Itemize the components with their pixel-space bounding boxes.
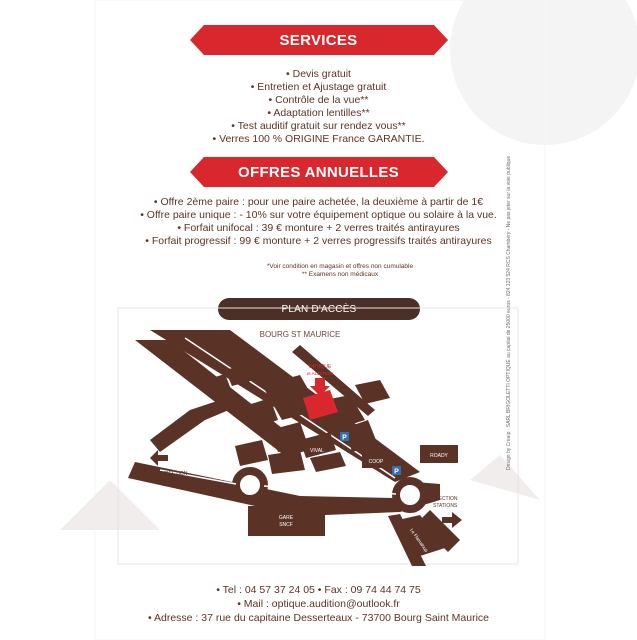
note-examens: ** Examens non médicaux [301, 271, 379, 278]
building-block-2 [300, 432, 336, 458]
building-block-3 [310, 452, 346, 472]
parking-label: P [394, 469, 399, 476]
plan-title-pill: PLAN D'ACCÈS [218, 298, 420, 320]
label-vival: VIVAL [310, 448, 324, 454]
list-item: • Adaptation lentilles** [267, 107, 370, 119]
plan-title: PLAN D'ACCÈS [281, 303, 357, 315]
label-direction-aime-sub: AIME - MOUTIERS [152, 478, 196, 484]
road-curve [150, 395, 248, 452]
building-pmu [225, 362, 262, 386]
bg-circle-shape [450, 0, 637, 145]
label-gare-sub: SNCF [279, 522, 293, 528]
building-block-5 [235, 440, 268, 466]
arrow-left-icon [150, 450, 168, 466]
list-item: • Test auditif gratuit sur rendez vous** [231, 120, 406, 132]
offres-banner: OFFRES ANNUELLES [189, 157, 448, 187]
contact-mail[interactable]: • Mail : optique.audition@outlook.fr [237, 598, 400, 610]
offres-list: • Offre 2ème paire : pour une paire ache… [0, 196, 637, 248]
optique-building [303, 390, 338, 420]
label-optique: OPTIQUE [309, 364, 332, 370]
roundabout-left [232, 467, 268, 503]
legal-side-text: Design by Creaip · SARL BRIGOLETTI OPTIQ… [506, 155, 512, 470]
label-gare: GARE [279, 515, 294, 521]
building-gare [248, 506, 325, 536]
building-coop [362, 453, 390, 468]
parking-label: P [342, 435, 347, 442]
map-frame [117, 307, 519, 565]
label-direction-stations: DIRECTION [430, 496, 458, 502]
note-conditions: *Voir condition en magasin et offres non… [266, 263, 414, 270]
building-upper-left [205, 374, 232, 398]
label-pmu: PMU [258, 366, 270, 372]
label-direction-aime: DIRECTION [160, 471, 188, 477]
parking-icon [340, 432, 349, 441]
list-item: • Offre 2ème paire : pour une paire ache… [153, 196, 484, 208]
bg-frame-shape [94, 0, 546, 640]
building-mairie [248, 398, 278, 427]
services-title: SERVICES [279, 31, 358, 49]
building-roady [420, 445, 458, 463]
building-block-1 [270, 422, 308, 452]
label-mairie: MAIRIE [255, 408, 273, 414]
road-left-upper [135, 340, 310, 456]
building-flamaloup [398, 515, 445, 556]
building-right-1 [325, 395, 365, 428]
label-coop: COOP [369, 459, 384, 465]
road-main [128, 462, 440, 516]
mountain-right-icon [470, 455, 540, 500]
list-item: • Devis gratuit [286, 68, 351, 80]
optique-arrow-icon [310, 378, 330, 396]
label-optique-sub: et AUDITION [307, 371, 333, 376]
list-item: • Entretien et Ajustage gratuit [250, 81, 387, 93]
services-banner: SERVICES [189, 25, 448, 55]
building-block-4 [268, 450, 305, 474]
label-direction-stations-sub: STATIONS [433, 503, 458, 509]
offres-notes: *Voir condition en magasin et offres non… [200, 263, 480, 279]
list-item: • Offre paire unique : - 10% sur votre é… [140, 209, 497, 221]
list-item: • Verres 100 % ORIGINE France GARANTIE. [212, 133, 425, 145]
road-down [388, 514, 426, 566]
road-top-right [292, 345, 375, 416]
list-item: • Contrôle de la vue** [268, 94, 369, 106]
list-item: • Forfait unifocal : 39 € monture + 2 ve… [177, 222, 460, 234]
contact-phone: • Tel : 04 57 37 24 05 • Fax : 09 74 44 … [216, 584, 421, 596]
services-list: • Devis gratuit • Entretien et Ajustage … [0, 68, 637, 146]
roundabout-right [392, 477, 428, 513]
building-right-2 [345, 420, 378, 452]
label-roady: ROADY [430, 453, 448, 459]
road-right [418, 510, 460, 552]
contact-block: • Tel : 04 57 37 24 05 • Fax : 09 74 44 … [0, 583, 637, 625]
mountain-left-icon [60, 480, 160, 530]
parking-icon [392, 466, 401, 475]
building-right-3 [355, 380, 390, 404]
offres-title: OFFRES ANNUELLES [238, 163, 399, 181]
list-item: • Forfait progressif : 99 € monture + 2 … [145, 235, 492, 247]
contact-address: • Adresse : 37 rue du capitaine Desserte… [147, 612, 490, 624]
arrow-right-icon [442, 512, 462, 528]
map-city-label: BOURG ST MAURICE [260, 330, 341, 339]
building-mid [262, 375, 320, 420]
